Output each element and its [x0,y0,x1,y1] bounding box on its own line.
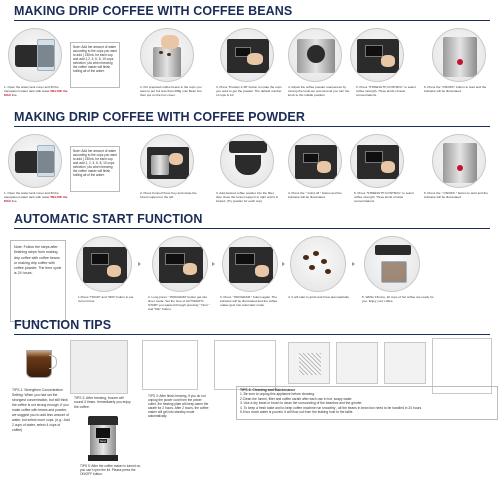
heating-plate-image [214,340,276,390]
step-text: 5. Press "STRENGTH CONTROL" to select co… [356,85,416,97]
tip-4-line: 3. Use a dry towel or brush to clean the… [240,401,363,406]
step-image-add-powder [220,134,274,188]
step-text: 4. It will start to grind and brew autom… [288,295,350,299]
arrow-icon [138,262,141,266]
step-image-program-again [222,236,278,292]
auto-start-note: Note: Follow the steps after finishing s… [10,240,66,322]
tip-1-text: TIPS 1: Strengthen Concentration Setting… [12,388,70,432]
step-text: 1. Open the water tank cover and fill th… [4,85,68,97]
step-text: 2. Press Funnel Press Key and rotate the… [140,191,197,199]
step-text: 4. Adjust the coffee powder coarseness b… [288,85,350,97]
leak-hole-image [432,338,492,394]
step-image-coffee-ready [364,236,420,292]
title-underline [14,126,490,127]
section-title-powder: MAKING DRIP COFFEE WITH COFFEE POWDER [14,110,305,124]
step-image-water-tank [8,28,62,82]
water-amount-note: Note: Add the amount of water according … [70,146,120,192]
step-text: 3. Add desired coffee powder into the fi… [216,191,279,203]
arrow-icon [212,262,215,266]
step-text: 5. Within 16mins, 10 cups of hot coffee … [362,295,434,303]
carafe-buzzer-image [142,340,198,390]
water-amount-note: Note: Add the amount of water according … [70,42,120,88]
step-text: 2. Long press " PROGRAM" button get into… [148,295,210,311]
tip-4-heading: TIPS 4: Cleaning and Maintenance [240,388,296,392]
step-text: 1. Open the water tank cover and fill th… [4,191,68,203]
tip-4-line: 2.Clean the funnel, filter and coffee ca… [240,396,353,401]
section-title-auto-start: AUTOMATIC START FUNCTION [14,212,203,226]
step-text: 6. Press the " ON/OFF " button to start … [424,191,488,199]
coffee-mug-image [20,342,58,382]
step-image-on-off [432,28,486,82]
step-image-grind-brew [290,236,346,292]
title-underline [14,20,490,21]
step-text: 2. Put prepared coffee beans in the cups… [140,85,202,97]
step-text: 6. Press the "ON/OFF" button to start an… [424,85,487,93]
clean-brush-image [336,342,378,384]
arrow-icon [282,262,285,266]
step-text: 1.Press "HOUR" and "MIN" button to set c… [78,295,134,303]
step-image-add-beans [140,28,194,82]
tip-5-text: TIPS 5: After the coffee maker is turned… [80,464,142,477]
step-image-program [152,236,208,292]
title-underline [14,334,490,335]
clean-beanbox-image [384,342,426,384]
step-text: 3. Press " PROGRAM " button again. The i… [220,295,278,307]
clean-filter-image [288,342,330,384]
step-image-strength-control [350,134,404,188]
beans-carafe-image [70,340,128,394]
step-image-on-off [432,134,486,188]
tip-3-text: TIPS 3: After finish brewing, if you do … [148,394,209,418]
arrow-icon [352,262,355,266]
tip-4-line: 1. Be sure to unplug this appliance befo… [240,392,315,397]
tip-4-line: 5.If too much water is poured, it will f… [240,410,354,415]
tip-4-box: TIPS 4: Cleaning and Maintenance 1. Be s… [236,386,498,420]
step-image-set-time [76,236,132,292]
step-image-grind-off [288,134,342,188]
tip-2-text: TIPS 2: After brewing, buzzer will sound… [74,396,131,409]
step-image-funnel-press [140,134,194,188]
step-image-strength-control [350,28,404,82]
tip-4-line: 4. To keep a fresh taste and to keep cof… [240,405,423,410]
step-image-water-tank [8,134,62,188]
step-text: 3. Press "Powder 2.38" button to make th… [216,85,282,97]
section-title-function-tips: FUNCTION TIPS [14,318,112,332]
brand-label: Gevi [99,439,107,443]
step-text: 4. Press the " Grind off " button and th… [288,191,342,199]
step-text: 5. Press "STRENGTH CONTROL" to select co… [354,191,414,203]
section-title-beans: MAKING DRIP COFFEE WITH COFFEE BEANS [14,4,293,18]
coffee-maker-image: Gevi [88,416,118,461]
step-image-powder-button [220,28,274,82]
step-image-grind-knob [288,28,342,82]
title-underline [14,228,490,229]
